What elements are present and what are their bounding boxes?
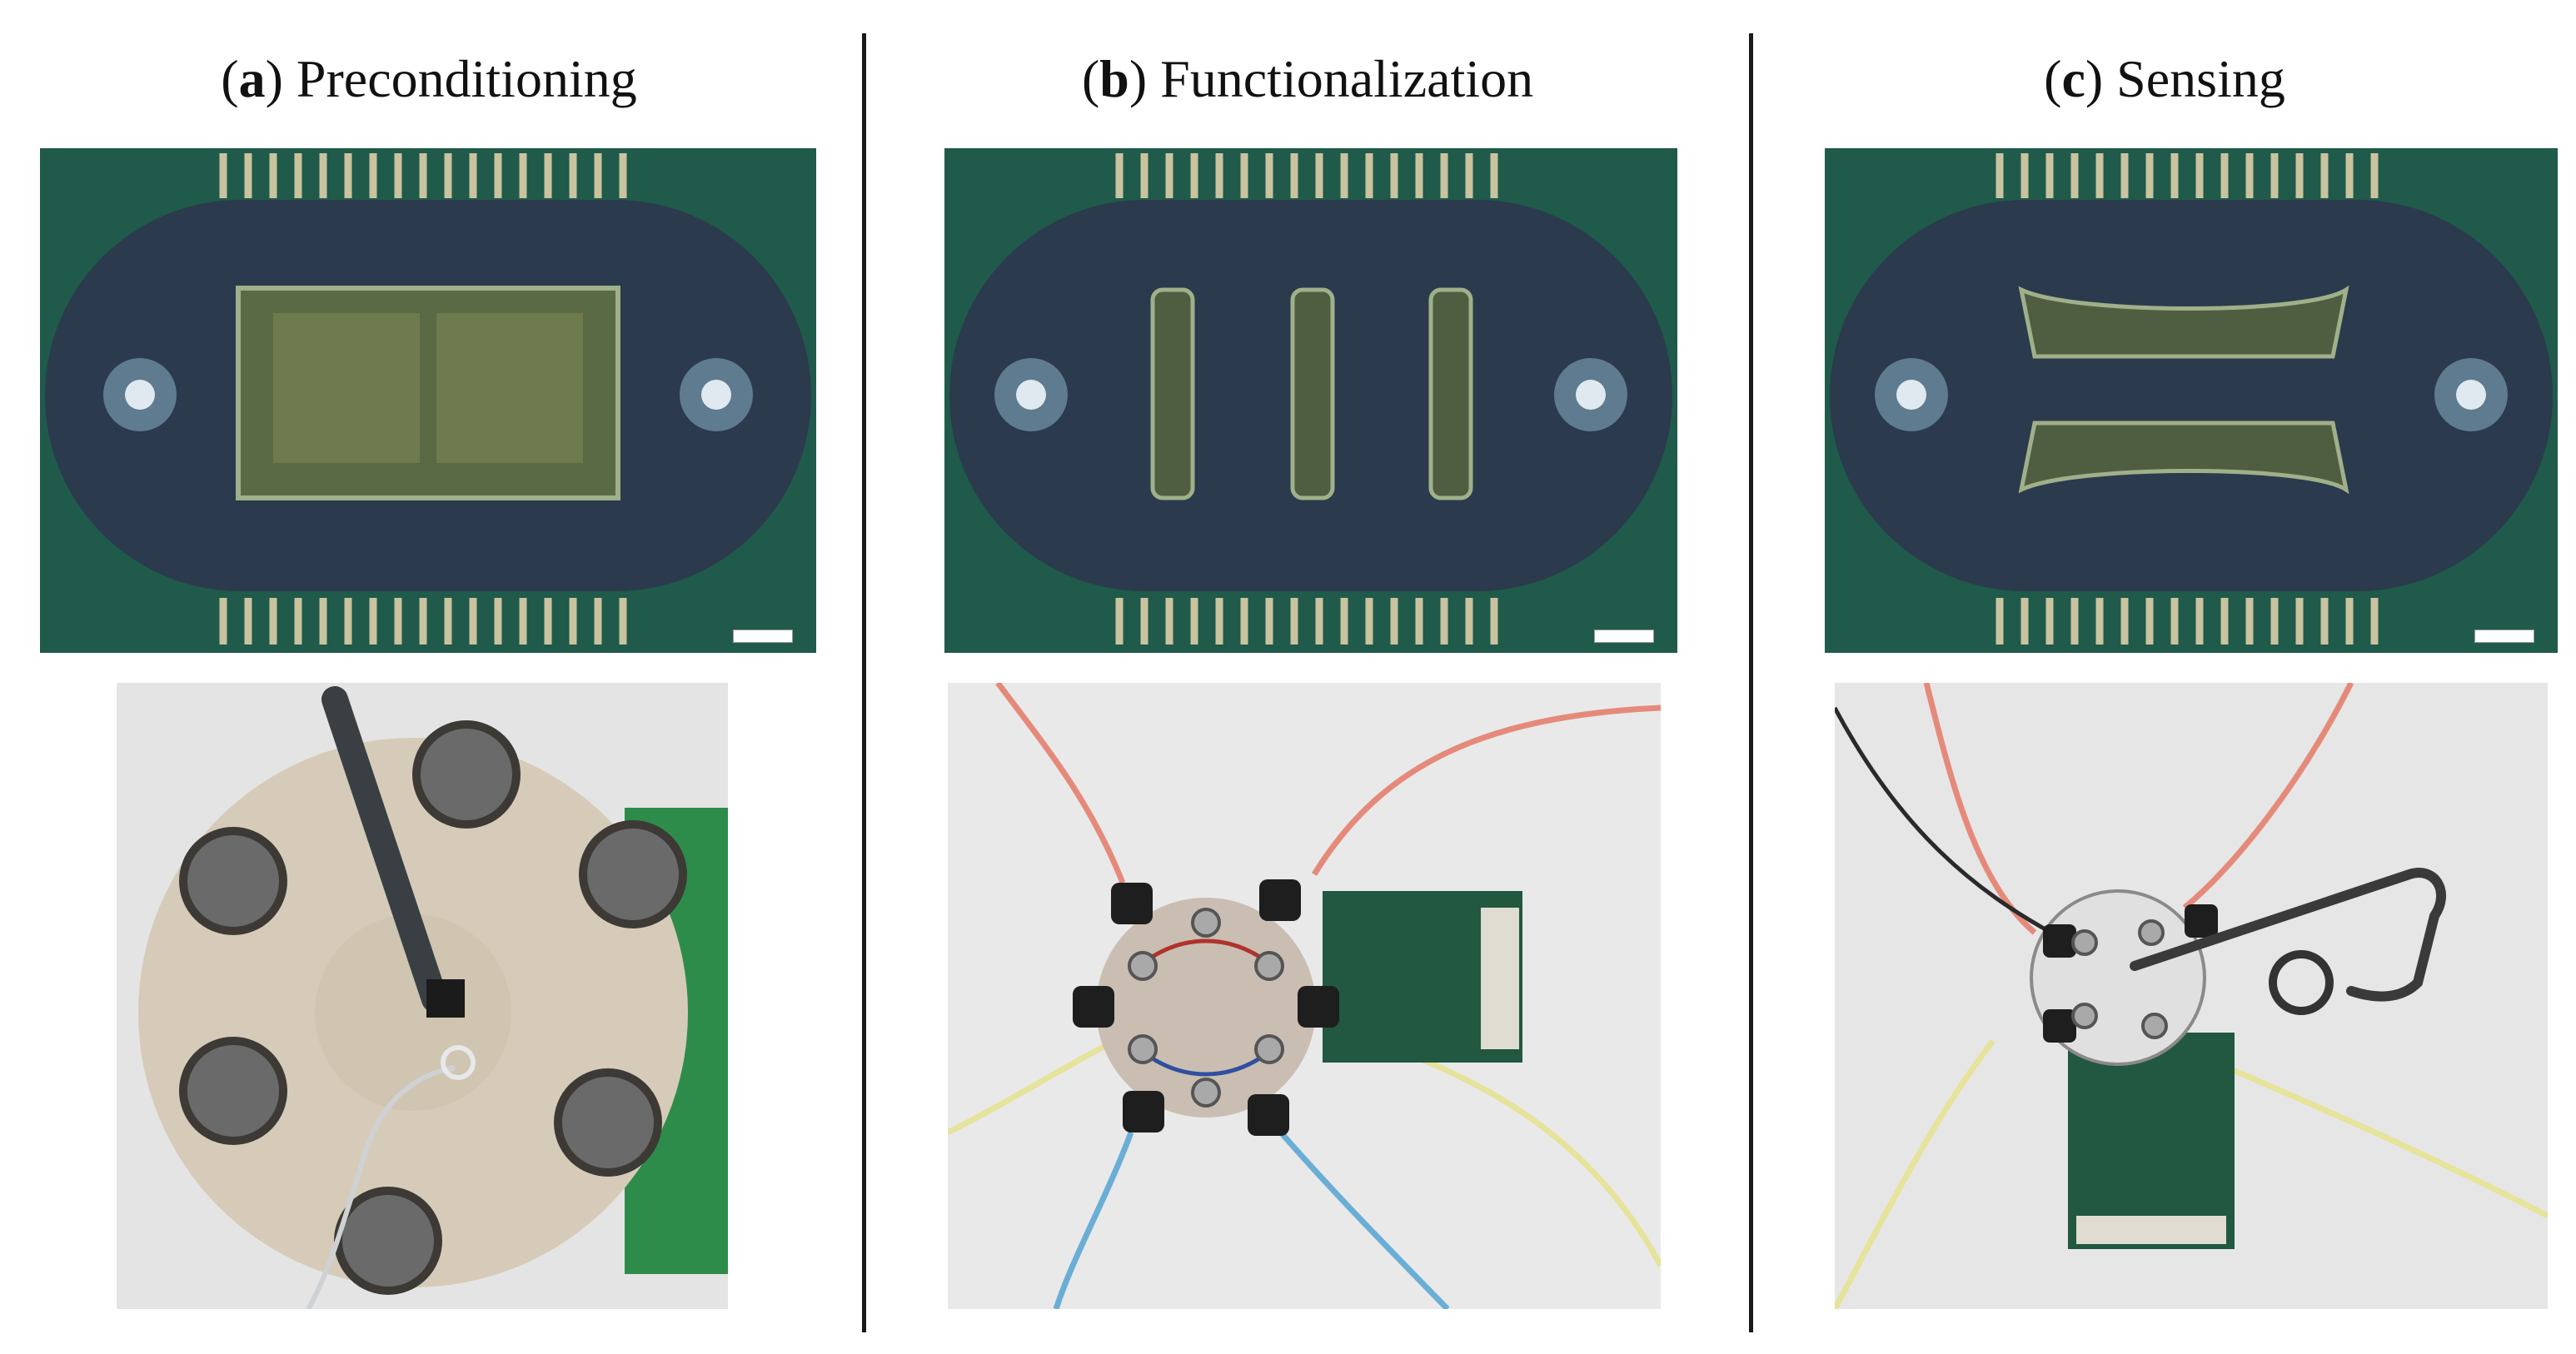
panel-c-cell-photo [1835, 683, 2548, 1309]
panel-a-scale-bar [733, 630, 793, 643]
panel-a-microscope-image [40, 148, 816, 653]
panel-b-cell-photo [948, 683, 1661, 1309]
panel-a-caption: (a) Preconditioning [221, 49, 637, 108]
panel-c-caption: (c) Sensing [2044, 49, 2285, 108]
panel-b-scale-bar [1594, 630, 1654, 643]
panel-b-title: Functionalization [1160, 49, 1534, 108]
panel-b-microscope-image [944, 148, 1677, 653]
panel-a: (a) Preconditioning [0, 0, 858, 1354]
panel-c-scale-bar [2474, 630, 2534, 643]
panel-c-letter: c [2061, 49, 2085, 108]
panel-c-title: Sensing [2116, 49, 2285, 108]
divider-bc [1749, 33, 1753, 1332]
divider-ab [862, 33, 866, 1332]
panel-c-microscope-image [1825, 148, 2558, 653]
panel-b-caption: (b) Functionalization [1081, 49, 1534, 108]
panel-c: (c) Sensing [1753, 0, 2576, 1354]
panel-b-letter: b [1099, 49, 1129, 108]
panel-a-cell-photo [117, 683, 728, 1309]
panel-b: (b) Functionalization [866, 0, 1749, 1354]
panel-a-letter: a [238, 49, 266, 108]
panel-a-title: Preconditioning [296, 49, 637, 108]
